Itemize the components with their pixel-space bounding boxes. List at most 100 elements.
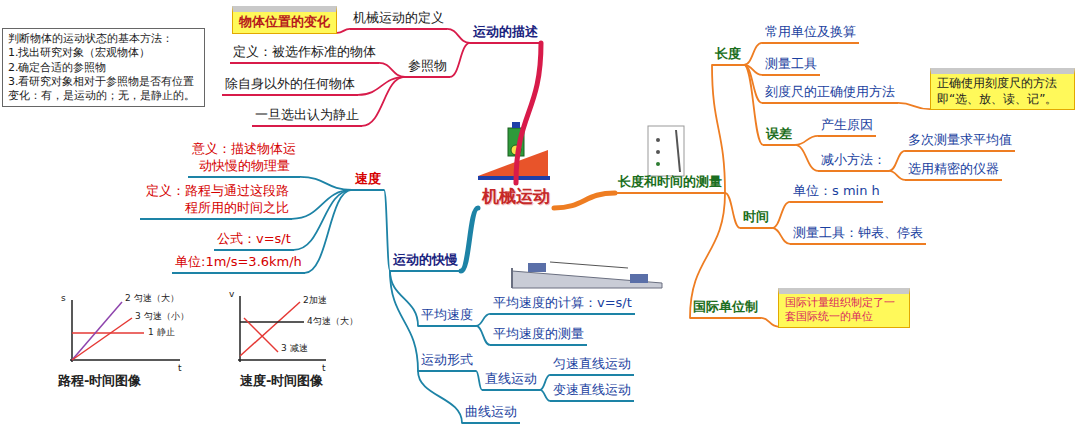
axis <box>238 359 326 361</box>
topic-node: 误差 <box>763 126 795 146</box>
node-text: 运动的快慢 <box>393 252 458 269</box>
topic-node: 变速直线运动 <box>550 382 634 402</box>
node-text: 除自身以外的任何物体 <box>225 76 355 93</box>
connector <box>889 171 905 180</box>
icon-dot <box>656 138 660 142</box>
connector <box>725 193 740 228</box>
node-text: 单位：s min h <box>793 183 880 200</box>
v-t-graph <box>238 296 326 362</box>
node-text: 误差 <box>766 126 792 143</box>
topic-node: 多次测量求平均值 <box>905 132 1015 152</box>
central-topic: 机械运动 <box>478 183 554 209</box>
node-text: 平均速度 <box>421 307 473 324</box>
support <box>511 268 513 288</box>
topic-node: 匀速直线运动 <box>550 356 634 376</box>
cart-top <box>512 122 520 128</box>
connector <box>795 145 818 171</box>
topic-node: 国际单位制 <box>690 299 761 319</box>
node-text: 单位:1m/s=3.6km/h <box>175 254 302 271</box>
node-text: 平均速度的计算：v=s/t <box>493 295 632 312</box>
cart-block <box>528 263 546 272</box>
topic-node: 平均速度的测量 <box>490 326 587 346</box>
connector <box>889 151 905 171</box>
topic-node: 定义：路程与通过这段路程所用的时间之比 <box>140 183 292 220</box>
node-text: 多次测量求平均值 <box>908 132 1012 149</box>
topic-node: 运动形式 <box>418 352 476 372</box>
topic-node: 长度 <box>712 46 744 66</box>
node-text: 运动形式 <box>421 352 473 369</box>
topic-node: 时间 <box>740 209 772 229</box>
graph-label: 2加速 <box>303 296 327 306</box>
connector <box>772 228 790 244</box>
node-text: 减小方法： <box>821 152 886 169</box>
node-text: 定义：被选作标准的物体 <box>233 44 376 61</box>
topic-node: 平均速度的计算：v=s/t <box>490 295 635 315</box>
node-text: 长度 <box>715 46 741 63</box>
connector <box>337 29 350 33</box>
s-t-graph <box>70 300 180 362</box>
node-text: 正确使用刻度尺的方法即“选、放、读、记”。 <box>937 76 1068 107</box>
icon-dot <box>656 162 660 166</box>
graph-caption: 路程-时间图像 <box>58 374 141 388</box>
graph-label: s <box>61 294 66 304</box>
connector <box>379 63 405 77</box>
connector <box>540 390 550 401</box>
connector <box>554 193 615 208</box>
connector <box>418 371 462 423</box>
stop-block <box>630 274 648 283</box>
node-text: 速度 <box>355 171 381 188</box>
connector <box>795 136 818 145</box>
incline-board <box>512 271 662 288</box>
node-text: 匀速直线运动 <box>553 356 631 373</box>
topic-node: 运动的描述 <box>470 24 541 44</box>
connector <box>898 103 930 109</box>
node-text: 常用单位及换算 <box>765 24 856 41</box>
graph-label: 4匀速（大） <box>307 317 358 327</box>
node-text: 国际单位制 <box>693 299 758 316</box>
graph-label: t <box>322 364 326 374</box>
topic-node: 意义：描述物体运动快慢的物理量 <box>188 141 300 178</box>
node-text: 测量工具：钟表、停表 <box>793 225 923 242</box>
topic-node: 常用单位及换算 <box>762 24 859 44</box>
topic-node: 测量工具 <box>762 56 820 76</box>
connector <box>450 43 470 77</box>
axis <box>71 300 73 362</box>
connector <box>362 77 405 126</box>
graph-label: 1 静止 <box>148 328 175 338</box>
topic-node: 机械运动的定义 <box>350 10 447 30</box>
connector <box>744 65 763 145</box>
node-text: 意义：描述物体运动快慢的物理量 <box>191 141 297 175</box>
node-text: 1.找出研究对象（宏观物体） <box>8 46 199 60</box>
topic-node: 一旦选出认为静止 <box>252 107 362 127</box>
graph-label: v <box>229 290 234 300</box>
topic-node: 直线运动 <box>482 371 540 391</box>
icon-dot <box>656 150 660 154</box>
node-text: 判断物体的运动状态的基本方法： <box>8 32 199 46</box>
node-text: 直线运动 <box>485 371 537 388</box>
ramp-illustration <box>512 262 662 288</box>
node-text: 运动的描述 <box>473 24 538 41</box>
topic-node: 参照物 <box>405 58 450 78</box>
ruler-icon <box>648 126 684 176</box>
connector <box>294 190 352 250</box>
node-text: 参照物 <box>408 58 447 75</box>
axis <box>239 296 241 362</box>
node-text: 物体位置的变化 <box>239 14 330 31</box>
note-box: 正确使用刻度尺的方法即“选、放、读、记”。 <box>930 68 1075 110</box>
topic-node: 长度和时间的测量 <box>615 174 725 194</box>
topic-node: 运动的快慢 <box>390 252 461 272</box>
graph-line <box>72 318 132 360</box>
connector <box>305 190 352 273</box>
graph-line <box>244 318 278 352</box>
topic-node: 速度 <box>352 171 384 191</box>
node-text: 机械运动的定义 <box>353 10 444 27</box>
topic-node: 刻度尺的正确使用方法 <box>762 84 898 104</box>
connector <box>744 43 762 65</box>
connector <box>447 29 470 43</box>
note-box: 物体位置的变化 <box>232 6 337 34</box>
connector <box>540 375 550 390</box>
connector <box>516 43 541 183</box>
node-text: 公式：v=s/t <box>217 231 291 248</box>
node-text: 产生原因 <box>821 117 873 134</box>
